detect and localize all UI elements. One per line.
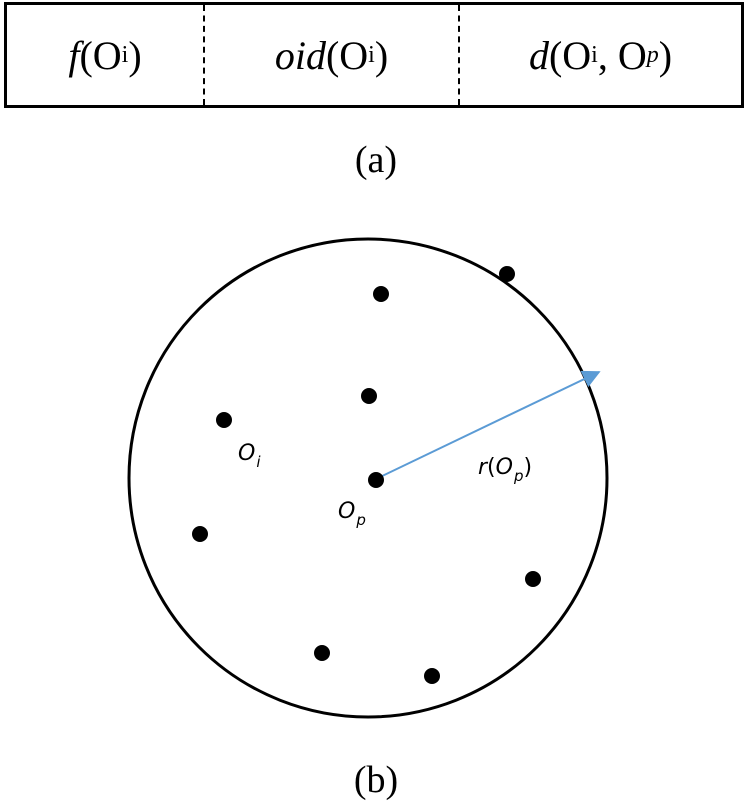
object-point-oi [216, 412, 232, 428]
field-distance-arg1: O [562, 32, 592, 78]
field-distance-func: d [528, 32, 549, 78]
pivot-point-op [368, 472, 384, 488]
field-oid-func: oid [274, 32, 326, 78]
radius-arrow [377, 370, 601, 479]
label-op: Op [338, 499, 366, 529]
caption-a: (a) [354, 139, 398, 181]
object-point [424, 668, 440, 684]
field-feature-arg: O [92, 32, 122, 78]
label-oi: Oi [238, 441, 261, 471]
field-distance-arg2: O [617, 32, 647, 78]
label-radius: r(Op) [478, 455, 532, 485]
ball-boundary [127, 237, 609, 719]
object-point [499, 266, 515, 282]
object-point [314, 645, 330, 661]
caption-b: (b) [353, 759, 399, 801]
object-point [361, 388, 377, 404]
field-oid-arg: O [339, 32, 369, 78]
object-point [525, 571, 541, 587]
field-feature-func: f [68, 32, 80, 78]
object-point [192, 526, 208, 542]
object-point [373, 286, 389, 302]
